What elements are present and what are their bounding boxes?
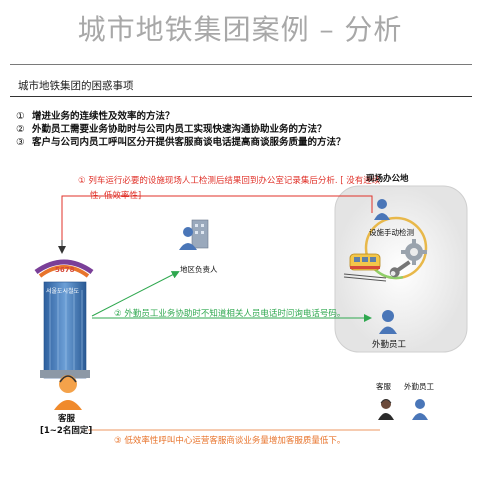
manager-connector: [91, 271, 180, 317]
issue-item-3: ③ 客户与公司内员工呼叫区分开提供客服商谈电话提高商谈服务质量的方法？: [16, 134, 346, 148]
field-staff-person-icon: [379, 310, 397, 334]
cs-agent-small-icon: [378, 399, 394, 420]
company-building-icon: [34, 259, 94, 379]
cs-sub-label: [1~2名固定]: [40, 426, 93, 436]
note3-text: ③ 低效率性呼叫中心运营客服商谈业务量增加客服质量低下。: [114, 436, 346, 446]
issue-text: 客户与公司内员工呼叫区分开提供客服商谈电话提高商谈服务质量的方法？: [32, 137, 346, 148]
inspection-label: 设施手动检测: [369, 228, 414, 237]
site-office-label: 现场办公地: [366, 174, 409, 184]
issue-number: ②: [16, 124, 25, 135]
page-title: 城市地铁集团案例 – 分析: [77, 13, 403, 46]
issue-text: 增进业务的连续性及效率的方法？: [32, 111, 175, 122]
cs-pair-label-field: 外勤员工: [404, 382, 434, 391]
gear-icon: [401, 239, 427, 265]
building-sign: 서울도시철도: [46, 288, 80, 295]
note2-text: ② 外勤员工业务协助时不知道相关人员电话时问询电话号码。: [114, 309, 346, 319]
issue-text: 外勤员工需要业务协助时与公司内员工实现快速沟通协助业务的方法？: [32, 124, 327, 135]
regional-manager-label: 地区负责人: [180, 265, 218, 274]
issue-number: ③: [16, 137, 25, 148]
regional-manager-icon: [179, 219, 209, 250]
subtitle-divider: [10, 96, 472, 97]
cs-pair-label-cs: 客服: [376, 382, 391, 391]
train-icon: [343, 253, 387, 282]
title-divider: [10, 64, 472, 65]
field-staff-small-person-icon: [412, 399, 428, 420]
issue-item-1: ① 增进业务的连续性及效率的方法？: [16, 108, 175, 122]
wrench-icon: [389, 260, 411, 278]
note1-line2: 性, 低效率性]: [90, 191, 142, 201]
issue-number: ①: [16, 111, 25, 122]
note1-connector: [61, 195, 373, 250]
note1-line1: ① 列车运行必要的设施现场人工检测后结果回到办公室记录集后分析. [ 没有连续: [78, 176, 381, 186]
inspector-person-icon: [374, 199, 390, 220]
building-number: 5678: [55, 266, 75, 274]
issue-item-2: ② 外勤员工需要业务协助时与公司内员工实现快速沟通协助业务的方法？: [16, 121, 327, 135]
field-staff-label: 外勤员工: [372, 340, 407, 350]
cs-label: 客服: [58, 414, 76, 424]
section-subtitle: 城市地铁集团的困惑事项: [18, 80, 134, 92]
customer-service-agent-icon: [54, 375, 82, 410]
